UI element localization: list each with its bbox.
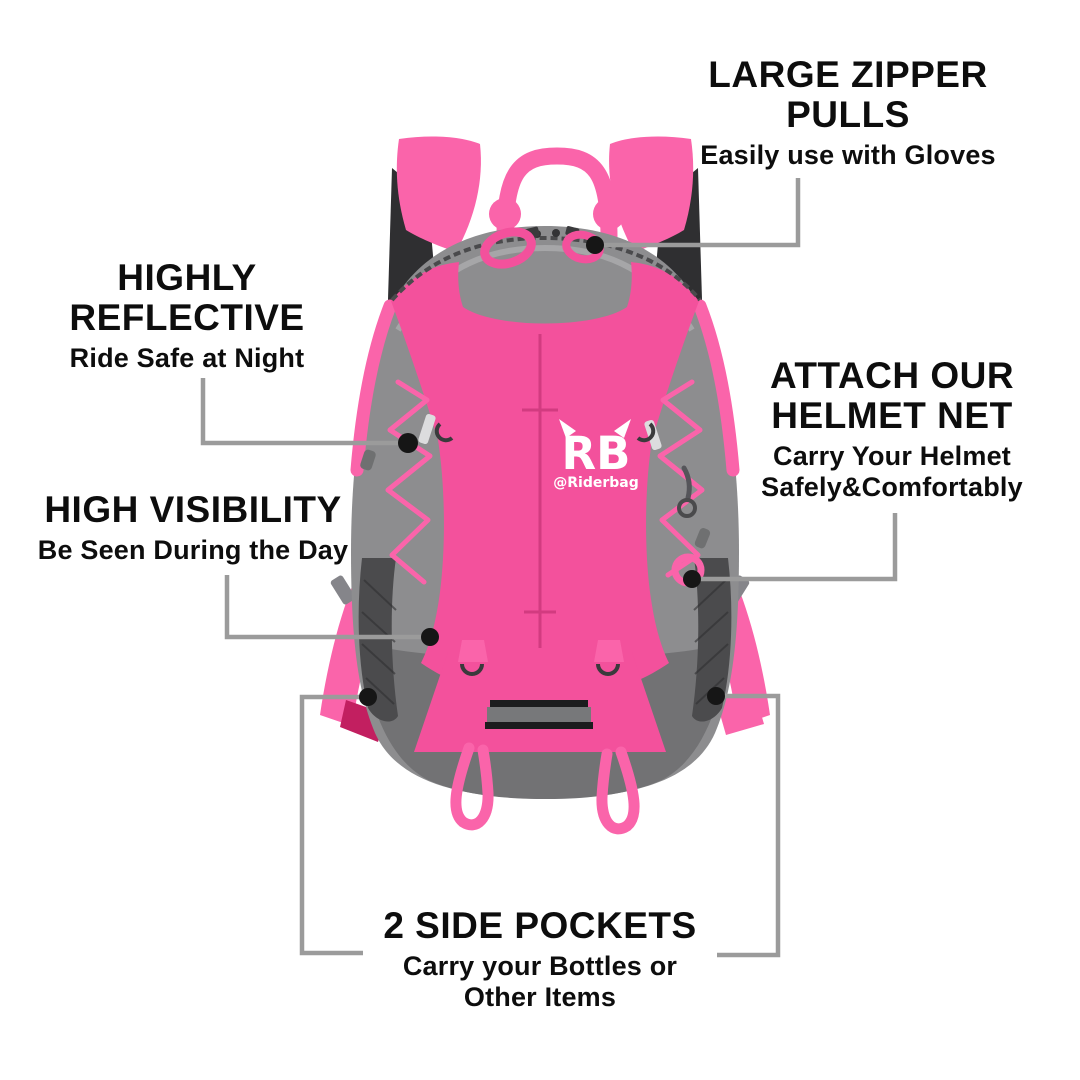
- callout-reflective: HIGHLY REFLECTIVE Ride Safe at Night: [69, 258, 304, 374]
- bottom-loop-right: [596, 746, 640, 835]
- side-pocket-right: [692, 558, 732, 722]
- callout-zipper-pulls: LARGE ZIPPER PULLS Easily use with Glove…: [700, 55, 996, 171]
- callout-line-helmet-net: [692, 513, 898, 582]
- callout-lines: [200, 178, 898, 958]
- callout-line-pocket-left: [299, 694, 368, 956]
- logo-handle: @Riderbag: [553, 475, 639, 491]
- callout-title-line: ATTACH OUR: [769, 355, 1015, 396]
- bungee-cord-left: [360, 379, 454, 585]
- callout-subtitle-line: Ride Safe at Night: [69, 342, 305, 373]
- callout-line-pocket-right: [716, 693, 781, 958]
- callout-line-zipper-pulls: [595, 178, 801, 248]
- logo-initials: RB: [562, 427, 631, 480]
- callout-title-line: LARGE ZIPPER: [708, 54, 988, 95]
- callout-dot-helmet-net: [683, 570, 701, 588]
- callout-title-line: PULLS: [786, 93, 910, 135]
- callout-title-line: HELMET NET: [771, 394, 1013, 436]
- callout-dot-zipper-pulls: [586, 236, 604, 254]
- bungee-cord-right: [636, 379, 705, 578]
- front-panel: [391, 262, 699, 699]
- callout-subtitle-line: Be Seen During the Day: [37, 534, 349, 565]
- pink-rim-left: [350, 299, 397, 477]
- callout-helmet-net: ATTACH OUR HELMET NET Carry Your Helmet …: [761, 356, 1023, 502]
- callout-title-line: REFLECTIVE: [69, 296, 305, 338]
- callout-title-line: 2 SIDE POCKETS: [383, 905, 697, 946]
- callout-side-pockets: 2 SIDE POCKETS Carry your Bottles or Oth…: [383, 906, 696, 1012]
- backpack: RB @Riderbag: [320, 136, 770, 835]
- carry-handle: [489, 147, 625, 247]
- callout-line-reflective: [200, 378, 408, 446]
- bottom-loop-left: [450, 742, 494, 831]
- callout-subtitle-line: Carry your Bottles or: [402, 950, 678, 981]
- center-seam: [522, 334, 558, 648]
- reflective-strip-left: [418, 413, 436, 445]
- shoulder-strap-right: [609, 136, 694, 252]
- bottom-reflective-strip: [485, 700, 593, 729]
- callout-subtitle-line: Other Items: [463, 981, 617, 1012]
- callout-subtitle-line: Safely&Comfortably: [761, 471, 1023, 502]
- callout-subtitle-line: Easily use with Gloves: [700, 139, 996, 170]
- callout-line-visibility: [224, 575, 430, 640]
- callout-dot-visibility: [421, 628, 439, 646]
- callout-title-line: HIGHLY: [117, 257, 257, 298]
- side-pocket-left: [358, 558, 398, 722]
- shoulder-strap-left: [396, 136, 481, 252]
- callout-subtitle-line: Carry Your Helmet: [773, 440, 1011, 471]
- d-ring-tab-left: [458, 640, 488, 676]
- callout-visibility: HIGH VISIBILITY Be Seen During the Day: [38, 490, 348, 566]
- callout-dot-reflective: [398, 433, 418, 453]
- d-ring-tab-right: [594, 640, 624, 676]
- brand-logo: RB @Riderbag: [553, 419, 639, 491]
- callout-dot-pocket-right: [707, 687, 725, 705]
- callout-dot-pocket-left: [359, 688, 377, 706]
- helmet-net-hook: [671, 465, 711, 587]
- callout-title-line: HIGH VISIBILITY: [44, 489, 342, 530]
- zipper-pull-left: [480, 226, 540, 269]
- pink-rim-right: [693, 299, 740, 477]
